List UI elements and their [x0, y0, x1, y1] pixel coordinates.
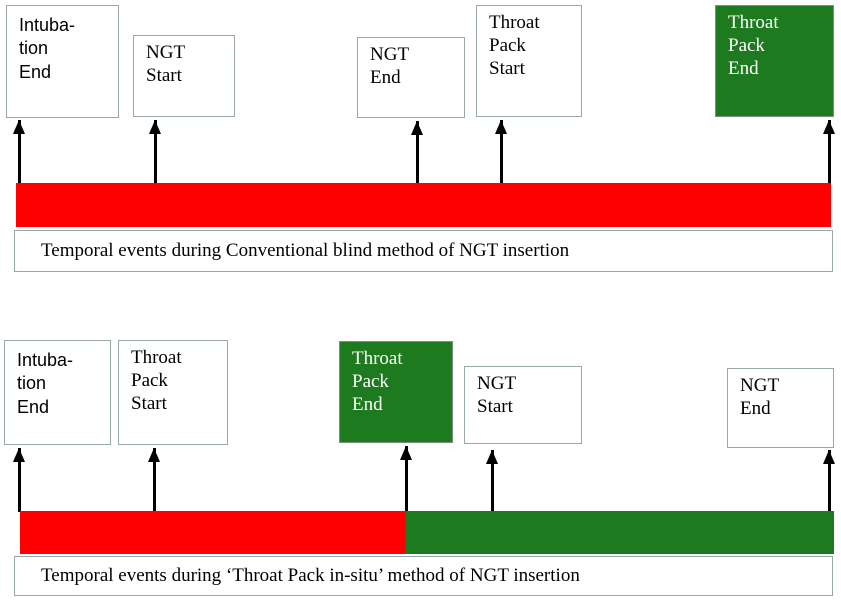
event-box-intubation-end-2: Intuba- tion End [4, 340, 111, 445]
timeline-bar-red-conventional [16, 183, 831, 227]
event-box-throat-pack-end: Throat Pack End [715, 5, 834, 117]
event-box-intubation-end: Intuba- tion End [6, 5, 119, 118]
event-box-ngt-start: NGT Start [133, 35, 235, 117]
timeline-bar-green-in-situ [405, 511, 834, 554]
event-box-throat-pack-start-2: Throat Pack Start [118, 340, 228, 445]
event-box-throat-pack-start: Throat Pack Start [476, 5, 582, 117]
caption-in-situ: Temporal events during ‘Throat Pack in-s… [14, 556, 833, 596]
event-box-ngt-end: NGT End [357, 37, 465, 118]
event-box-ngt-end-2: NGT End [727, 368, 834, 448]
event-box-ngt-start-2: NGT Start [464, 366, 582, 444]
caption-conventional: Temporal events during Conventional blin… [14, 230, 833, 272]
timeline-bar-red-in-situ [20, 511, 405, 554]
event-box-throat-pack-end-2: Throat Pack End [339, 341, 453, 443]
